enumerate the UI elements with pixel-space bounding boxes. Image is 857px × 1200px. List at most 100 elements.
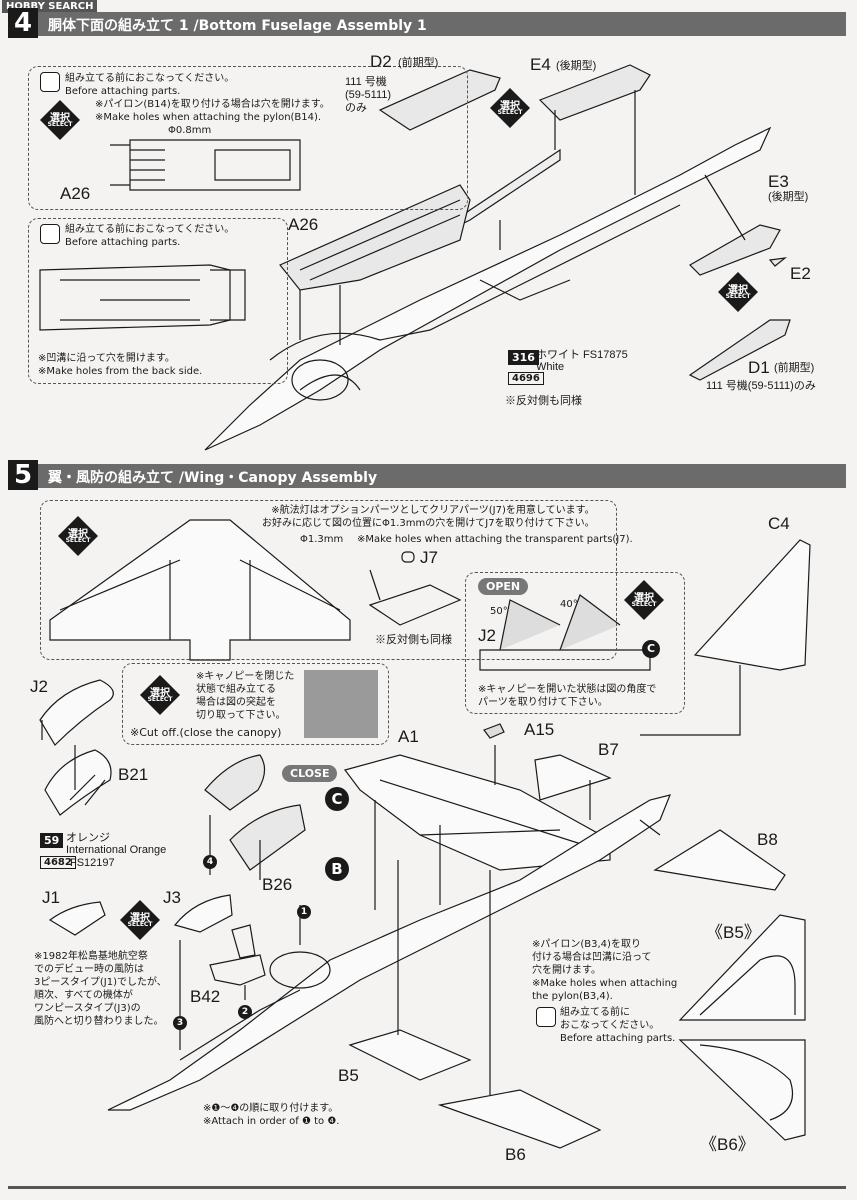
select-label: 選択 bbox=[50, 113, 70, 124]
before-attaching-en: Before attaching parts. bbox=[560, 1033, 676, 1044]
step5-header: 5 翼・風防の組み立て /Wing・Canopy Assembly bbox=[8, 460, 846, 490]
glue-icon bbox=[40, 72, 60, 92]
part-j7: J7 bbox=[420, 548, 438, 567]
step4-note1-hole-en: ※Make holes when attaching the pylon(B14… bbox=[95, 112, 322, 123]
part-j2-open: J2 bbox=[478, 626, 496, 645]
part-j3: J3 bbox=[163, 888, 181, 907]
order-note-jp: ※❶～❹の順に取り付けます。 bbox=[203, 1103, 339, 1114]
step5-note-box-1 bbox=[40, 500, 617, 660]
select-en: SELECT bbox=[127, 921, 153, 928]
part-c4: C4 bbox=[768, 514, 790, 533]
paint-fs-orange: FS12197 bbox=[70, 857, 115, 869]
part-e2: E2 bbox=[790, 264, 811, 283]
part-b5: B5 bbox=[338, 1066, 359, 1085]
angle-50: 50° bbox=[490, 606, 508, 617]
part-d2: D2 bbox=[370, 52, 392, 71]
paint-box-orange: 4682 bbox=[40, 856, 76, 869]
pylon-note-jp: ※パイロン(B3,4)を取り 付ける場合は凹溝に沿って 穴を開けます。 bbox=[532, 939, 652, 976]
step4-note2-hole-en: ※Make holes from the back side. bbox=[38, 366, 203, 377]
step4-note2-jp: 組み立てる前におこなってください。 bbox=[65, 224, 235, 235]
step4-note1-hole-jp: ※パイロン(B14)を取り付ける場合は穴を開けます。 bbox=[95, 99, 330, 110]
step4-note2-hole-jp: ※凹溝に沿って穴を開けます。 bbox=[38, 353, 175, 364]
part-d1: D1 bbox=[748, 358, 770, 377]
diameter-1-3: Φ1.3mm bbox=[300, 534, 344, 545]
step4-note-box-2 bbox=[28, 218, 288, 384]
circle-c-small: C bbox=[642, 640, 660, 658]
part-a15: A15 bbox=[524, 720, 555, 739]
part-b21: B21 bbox=[118, 765, 149, 784]
glue-icon bbox=[40, 224, 60, 244]
nav-light-jp: ※航法灯はオプションパーツとしてクリアパーツ(J7)を用意しています。 お好みに… bbox=[262, 505, 595, 529]
bottom-divider bbox=[8, 1186, 846, 1189]
step5-title: 翼・風防の組み立て /Wing・Canopy Assembly bbox=[48, 470, 378, 486]
step-2-marker: 2 bbox=[238, 1005, 252, 1019]
part-j2: J2 bbox=[30, 677, 48, 696]
canopy-history-note: ※1982年松島基地航空祭 でのデビュー時の風防は 3ピースタイプ(J1)でした… bbox=[34, 951, 167, 1027]
ref-b5: 《B5》 bbox=[706, 923, 761, 942]
ref-b6: 《B6》 bbox=[700, 1135, 755, 1154]
cutoff-en: ※Cut off.(close the canopy) bbox=[130, 726, 282, 739]
cutoff-jp: ※キャノピーを閉じた 状態で組み立てる 場合は図の突起を 切り取って下さい。 bbox=[196, 671, 295, 721]
part-j1: J1 bbox=[42, 888, 60, 907]
step4-note1-diameter: Φ0.8mm bbox=[168, 125, 212, 136]
step-3-marker: 3 bbox=[173, 1016, 187, 1030]
part-e4-type: (後期型) bbox=[556, 60, 597, 72]
part-a26: A26 bbox=[288, 215, 319, 234]
step-1-marker: 1 bbox=[297, 905, 311, 919]
part-d2-note: 111 号機 (59-5111) のみ bbox=[345, 76, 392, 114]
step4-note1-jp: 組み立てる前におこなってください。 bbox=[65, 73, 235, 84]
select-label: 選択 bbox=[68, 529, 88, 540]
select-label: 選択 bbox=[728, 285, 748, 296]
select-label: 選択 bbox=[634, 593, 654, 604]
select-label: 選択 bbox=[130, 913, 150, 924]
paint-orange-en: International Orange bbox=[66, 844, 167, 856]
close-label: CLOSE bbox=[282, 765, 338, 782]
glue-icon bbox=[536, 1007, 556, 1027]
paint-code-orange: 59 bbox=[40, 833, 64, 848]
paint-name-en: White bbox=[536, 361, 565, 373]
part-d1-type: (前期型) bbox=[774, 362, 815, 374]
pylon-note-en: ※Make holes when attaching the pylon(B3,… bbox=[532, 978, 678, 1002]
select-icon bbox=[624, 580, 664, 620]
part-e3: E3 bbox=[768, 172, 789, 191]
nav-light-en: ※Make holes when attaching the transpare… bbox=[357, 534, 633, 545]
select-en: SELECT bbox=[497, 109, 523, 116]
step4-note-box-1 bbox=[28, 66, 468, 210]
select-en: SELECT bbox=[65, 537, 91, 544]
part-d2-type: (前期型) bbox=[398, 57, 439, 69]
opposite-side-note: ※反対側も同様 bbox=[505, 395, 582, 407]
circle-b: B bbox=[325, 857, 349, 881]
step-4-marker: 4 bbox=[203, 855, 217, 869]
select-en: SELECT bbox=[47, 121, 73, 128]
opposite-side-note: ※反対側も同様 bbox=[375, 634, 452, 646]
part-b7: B7 bbox=[598, 740, 619, 759]
part-b6: B6 bbox=[505, 1145, 526, 1164]
part-a1: A1 bbox=[398, 727, 419, 746]
part-e4: E4 bbox=[530, 55, 551, 74]
paint-code: 316 bbox=[508, 350, 539, 365]
step4-note2-en: Before attaching parts. bbox=[65, 237, 181, 248]
select-label: 選択 bbox=[500, 101, 520, 112]
select-icon bbox=[718, 272, 758, 312]
part-b8: B8 bbox=[757, 830, 778, 849]
part-b42: B42 bbox=[190, 987, 221, 1006]
select-en: SELECT bbox=[725, 293, 751, 300]
circle-c: C bbox=[325, 787, 349, 811]
before-attaching-jp: 組み立てる前に おこなってください。 bbox=[560, 1007, 660, 1031]
select-label: 選択 bbox=[150, 688, 170, 699]
paint-orange-jp: オレンジ bbox=[66, 832, 110, 844]
step4-header: 4 胴体下面の組み立て 1 /Bottom Fuselage Assembly … bbox=[8, 8, 846, 38]
step5-number: 5 bbox=[8, 460, 38, 490]
step4-note1-part: A26 bbox=[60, 184, 91, 203]
part-b26: B26 bbox=[262, 875, 293, 894]
select-en: SELECT bbox=[147, 696, 173, 703]
part-e3-type: (後期型) bbox=[768, 191, 809, 203]
paint-box-code: 4696 bbox=[508, 372, 544, 385]
step5-note-box-open bbox=[465, 572, 685, 714]
select-icon bbox=[58, 516, 98, 556]
select-icon bbox=[120, 900, 160, 940]
canopy-open-note: ※キャノピーを開いた状態は図の角度で パーツを取り付けて下さい。 bbox=[478, 684, 657, 708]
select-icon bbox=[490, 88, 530, 128]
part-d1-note: 111 号機(59-5111)のみ bbox=[706, 380, 816, 392]
